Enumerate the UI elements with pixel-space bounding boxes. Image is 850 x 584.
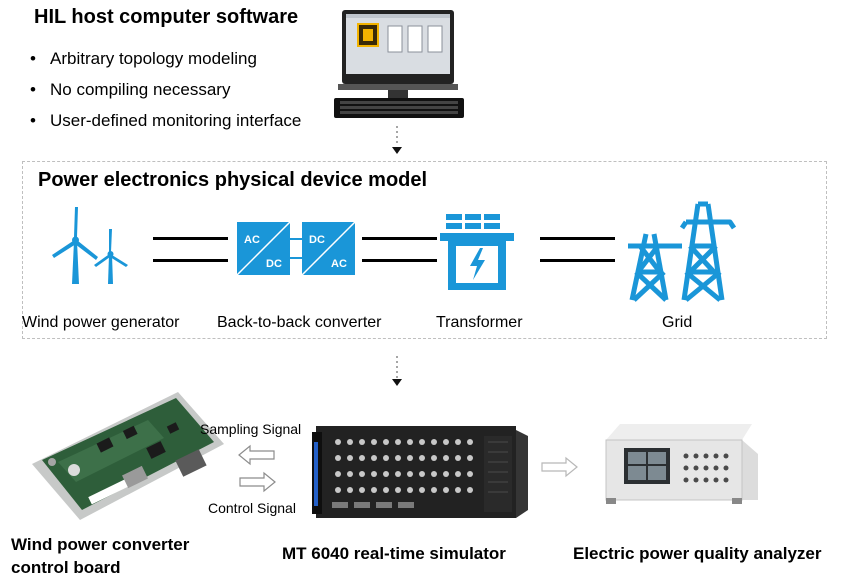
back-to-back-converter-icon: AC DC DC AC <box>236 221 356 276</box>
model-title: Power electronics physical device model <box>38 169 428 191</box>
connector-line <box>540 237 615 240</box>
arrow-left-icon <box>238 444 275 466</box>
transformer-icon <box>440 214 514 290</box>
control-board-image <box>32 392 224 520</box>
power-quality-analyzer-image <box>605 424 758 504</box>
control-board-label: Wind power converter control board <box>11 533 189 579</box>
control-board-label-line: control board <box>11 558 121 577</box>
connector-line <box>153 259 228 262</box>
control-board-label-line: Wind power converter <box>11 535 190 554</box>
converter-dc-label: DC <box>309 234 325 246</box>
connector-line <box>362 259 437 262</box>
host-feature-item: No compiling necessary <box>30 74 301 105</box>
connector-line <box>540 259 615 262</box>
device-model-panel <box>22 161 827 339</box>
device-label-converter: Back-to-back converter <box>217 314 382 331</box>
device-label-grid: Grid <box>662 314 693 331</box>
connector-line <box>153 237 228 240</box>
device-label-transformer: Transformer <box>436 314 523 331</box>
converter-ac-label: AC <box>331 258 347 270</box>
sampling-signal-label: Sampling Signal <box>200 421 302 437</box>
host-feature-item: User-defined monitoring interface <box>30 105 301 136</box>
arrow-right-icon <box>239 471 276 493</box>
control-signal-label: Control Signal <box>208 500 296 516</box>
dotted-arrow-icon <box>392 356 402 386</box>
power-pylon-icon <box>628 201 737 302</box>
arrow-right-icon <box>541 456 578 478</box>
host-feature-list: Arbitrary topology modeling No compiling… <box>30 43 301 136</box>
dotted-arrow-icon <box>392 126 402 154</box>
converter-dc-label: DC <box>266 258 282 270</box>
host-feature-item: Arbitrary topology modeling <box>30 43 301 74</box>
connector-line <box>362 237 437 240</box>
computer-icon <box>334 10 464 118</box>
converter-ac-label: AC <box>244 234 260 246</box>
real-time-simulator-image <box>312 426 528 518</box>
simulator-label: MT 6040 real-time simulator <box>282 544 506 563</box>
wind-turbine-icon <box>52 207 128 284</box>
analyzer-label: Electric power quality analyzer <box>573 544 822 563</box>
device-label-wind-generator: Wind power generator <box>22 314 180 331</box>
host-title: HIL host computer software <box>34 6 299 28</box>
